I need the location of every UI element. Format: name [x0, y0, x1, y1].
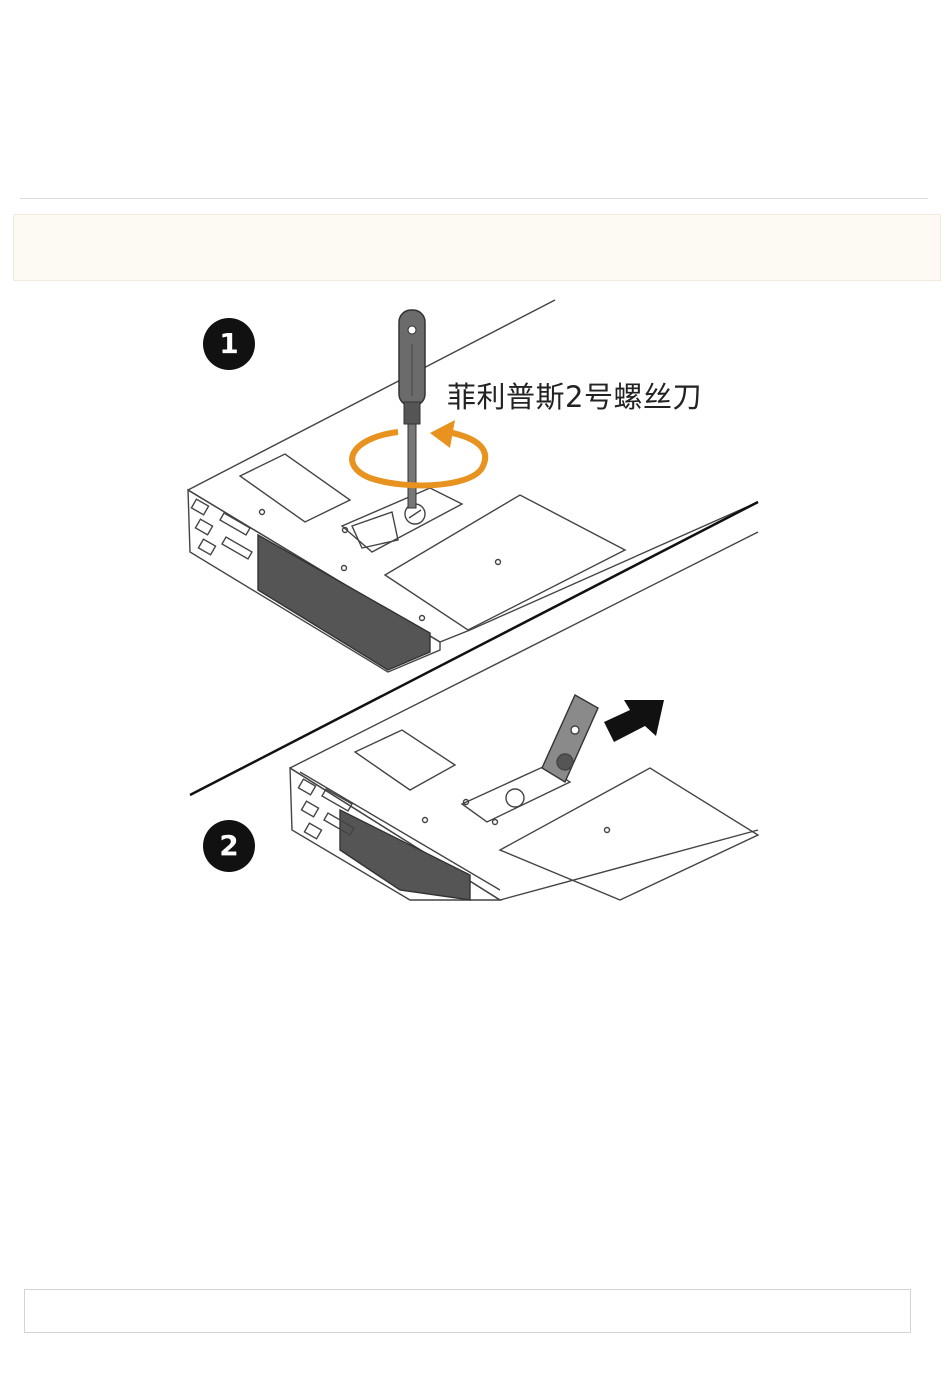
step-1-badge: 1 — [203, 318, 255, 370]
step-2-badge: 2 — [203, 820, 255, 872]
screwdriver-label: 菲利普斯2号螺丝刀 — [447, 374, 702, 416]
screwdriver-icon — [399, 310, 425, 508]
top-divider — [20, 198, 928, 199]
push-arrow-icon — [604, 700, 664, 742]
note-callout-box — [13, 214, 941, 281]
bottom-bordered-box — [24, 1289, 911, 1333]
rotate-counterclockwise-arrow-icon — [352, 432, 485, 485]
installation-figure: 1 2 菲利普斯2号螺丝刀 — [0, 290, 950, 910]
